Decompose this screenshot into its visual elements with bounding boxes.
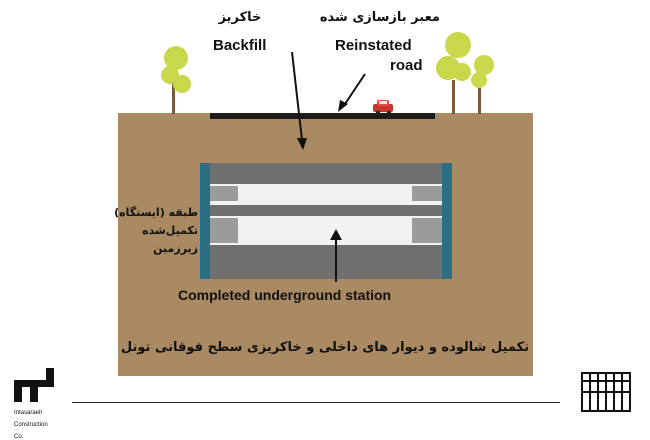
- backfill-arrow: [291, 51, 307, 150]
- station-label-fa-line3: زیرزمین: [153, 242, 198, 255]
- right-wall: [442, 163, 452, 279]
- company-logo: [14, 368, 54, 402]
- underground-station: [200, 163, 452, 279]
- building-icon: [581, 372, 631, 412]
- road-arrow: [338, 73, 366, 112]
- company-logo-text: Intasaraeh Construction Co.: [14, 404, 48, 440]
- tree-icon: [471, 55, 494, 114]
- station-label-fa-line1: طبقه (ایستگاه): [114, 206, 198, 219]
- logo-line-1: Intasaraeh: [14, 410, 43, 416]
- left-wall: [200, 163, 210, 279]
- car-icon: [373, 100, 393, 116]
- upper-floor-void: [210, 184, 442, 205]
- diagram-canvas: خاکریز Backfill معبر بازسازی شده Reinsta…: [14, 10, 631, 440]
- station-label-fa-line2: تکمیل‌شده: [142, 224, 198, 237]
- diagram-caption: تکمیل شالوده و دیوار های داخلی و خاکریزی…: [120, 340, 530, 355]
- road-label-en-line2: road: [390, 57, 423, 74]
- cut-and-cover-diagram: [14, 32, 631, 412]
- backfill-label-en: Backfill: [213, 37, 267, 54]
- tree-icon: [436, 32, 471, 114]
- footer-divider: [72, 402, 560, 403]
- road-label-fa: معبر بازسازی شده: [319, 10, 440, 25]
- lower-floor-void: [210, 216, 442, 245]
- station-label-en: Completed underground station: [178, 287, 392, 303]
- road-label-en-line1: Reinstated: [335, 37, 412, 54]
- station-arrow: [330, 229, 342, 282]
- reinstated-road: [210, 113, 435, 119]
- tree-icon: [161, 46, 191, 114]
- logo-line-3: Co.: [14, 434, 24, 440]
- backfill-label-fa: خاکریز: [218, 10, 262, 25]
